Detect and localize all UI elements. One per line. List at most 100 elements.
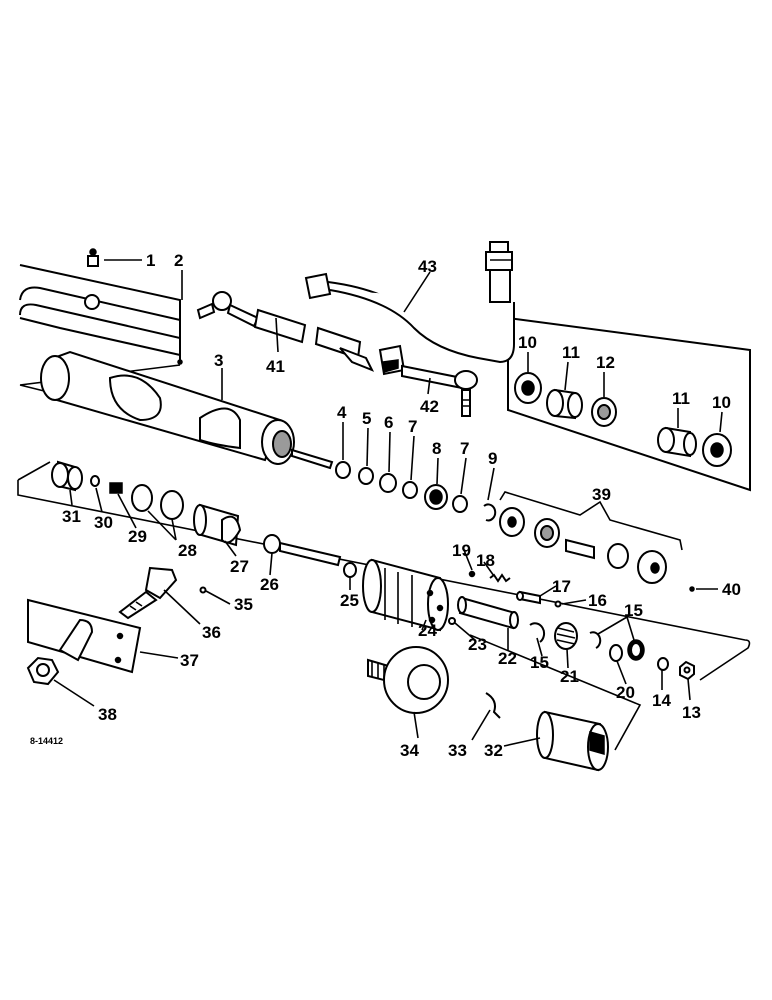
callout-5: 5	[362, 409, 371, 428]
callout-24: 24	[418, 621, 437, 640]
callout-26: 26	[260, 575, 279, 594]
coupling-32	[536, 710, 609, 772]
bearing-8	[424, 484, 448, 510]
callout-13: 13	[682, 703, 701, 722]
callout-labels: 1 2 3 4 5 6 7 7 8 9 10 11 12 11 10 39 40…	[30, 251, 741, 760]
callout-42: 42	[420, 397, 439, 416]
callout-3: 3	[214, 351, 223, 370]
nut-13	[679, 660, 695, 681]
tie-rod-41	[196, 291, 375, 372]
callout-6: 6	[384, 413, 393, 432]
callout-15a: 15	[624, 601, 643, 620]
spool-22	[457, 596, 519, 630]
callout-20: 20	[616, 683, 635, 702]
callout-41: 41	[266, 357, 285, 376]
callout-37: 37	[180, 651, 199, 670]
bushing-10b	[702, 433, 732, 467]
leader-lines	[53, 259, 723, 747]
callout-8: 8	[432, 439, 441, 458]
bracket-hole	[116, 632, 124, 640]
snap-ring-15b	[589, 631, 602, 649]
callout-4: 4	[337, 403, 347, 422]
callout-25: 25	[340, 591, 359, 610]
washer-14	[657, 657, 669, 671]
callout-34: 34	[400, 741, 419, 760]
spring-29	[109, 482, 123, 494]
sleeve-27	[193, 503, 242, 547]
callout-21: 21	[560, 667, 579, 686]
frame-rail	[19, 264, 181, 357]
frame-hole	[84, 294, 100, 310]
callout-30: 30	[94, 513, 113, 532]
callout-9: 9	[488, 449, 497, 468]
callout-39: 39	[592, 485, 611, 504]
callout-40: 40	[722, 580, 741, 599]
snap-ring-15a	[529, 622, 546, 643]
ball-16	[554, 600, 562, 608]
valve-housing-24	[362, 558, 449, 632]
callout-10a: 10	[518, 333, 537, 352]
callout-1: 1	[146, 251, 155, 270]
callout-15b: 15	[530, 653, 549, 672]
bushing-11b	[657, 426, 697, 458]
bushing-11	[546, 388, 583, 420]
snap-ring-9	[483, 503, 497, 522]
callout-43: 43	[418, 257, 437, 276]
callout-32: 32	[484, 741, 503, 760]
seal-4	[335, 461, 351, 479]
callout-31: 31	[62, 507, 81, 526]
reference-number: 8-14412	[30, 736, 63, 746]
seal-25	[343, 562, 357, 578]
callout-12: 12	[596, 353, 615, 372]
ring-15c	[627, 639, 645, 661]
callout-38: 38	[98, 705, 117, 724]
bracket-boss	[58, 618, 94, 662]
callout-33: 33	[448, 741, 467, 760]
callout-2: 2	[174, 251, 183, 270]
plunger-17	[516, 590, 541, 605]
callout-18: 18	[476, 551, 495, 570]
bracket-hole	[114, 656, 122, 664]
pin-23	[448, 617, 456, 625]
callout-11b: 11	[672, 389, 690, 408]
grease-fitting	[87, 248, 99, 267]
power-cylinder	[40, 350, 334, 470]
callout-22: 22	[498, 649, 517, 668]
callout-19: 19	[452, 541, 471, 560]
rod-26	[263, 534, 342, 567]
washer-7	[402, 481, 418, 499]
spring-21	[554, 622, 578, 650]
callout-36: 36	[202, 623, 221, 642]
bushing-31	[51, 460, 83, 492]
bushing-12	[591, 397, 617, 427]
seal-6	[379, 473, 397, 493]
ball-19	[468, 570, 476, 578]
washer-30	[90, 475, 100, 487]
callout-7b: 7	[460, 439, 469, 458]
seal-28	[131, 484, 184, 520]
ball-stud-36	[118, 566, 178, 620]
lower-group-outline	[469, 634, 642, 751]
callout-7a: 7	[408, 417, 417, 436]
washer-20	[609, 644, 623, 662]
callout-35: 35	[234, 595, 253, 614]
valve-group-outline	[17, 461, 751, 681]
callout-11a: 11	[562, 343, 580, 362]
kit-39	[499, 507, 667, 584]
bolt-40	[689, 586, 695, 592]
callout-29: 29	[128, 527, 147, 546]
callout-16: 16	[588, 591, 607, 610]
tie-rod-end-42	[378, 344, 478, 417]
bushing-10	[514, 372, 542, 404]
pin-end	[177, 359, 183, 365]
kit-39-bracket	[499, 491, 683, 551]
callout-27: 27	[230, 557, 249, 576]
cam-34	[367, 646, 449, 714]
callout-10b: 10	[712, 393, 731, 412]
callout-14: 14	[652, 691, 671, 710]
callout-28: 28	[178, 541, 197, 560]
pin-35	[199, 586, 207, 594]
hose-43	[304, 241, 515, 364]
callout-17: 17	[552, 577, 571, 596]
